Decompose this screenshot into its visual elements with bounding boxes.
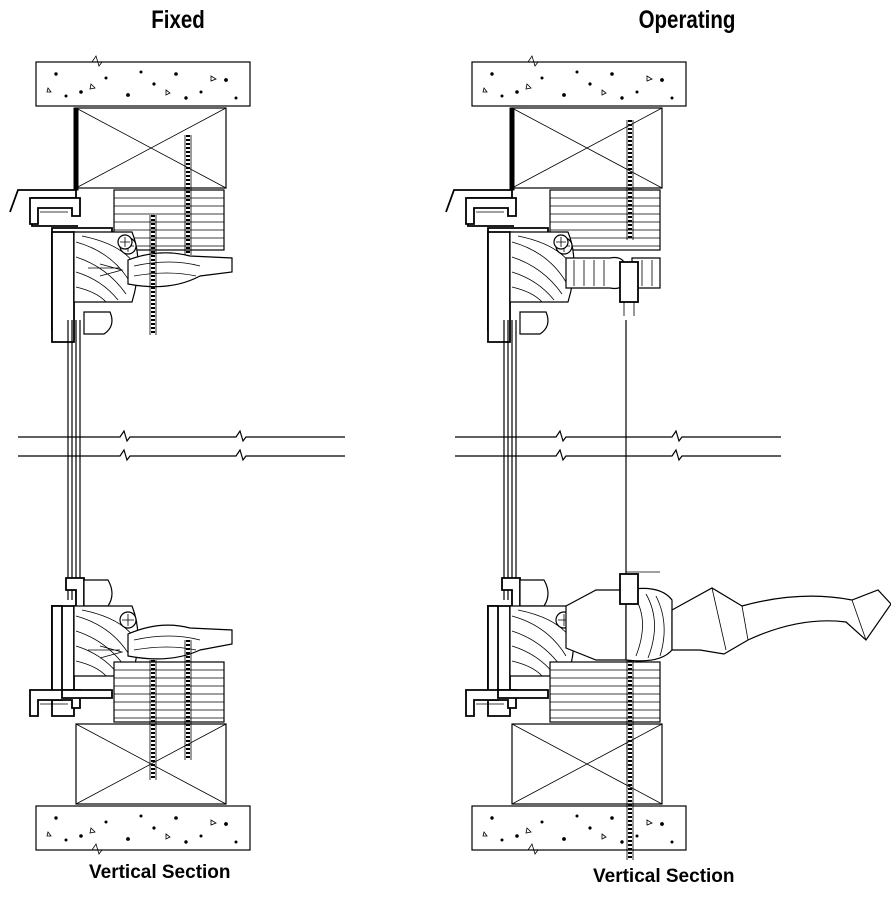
panel-title-operating: Operating [638,6,736,34]
panel-title-fixed: Fixed [151,6,205,34]
caption-vertical-section-operating: Vertical Section [593,866,735,887]
caption-vertical-section-fixed: Vertical Section [89,862,231,883]
